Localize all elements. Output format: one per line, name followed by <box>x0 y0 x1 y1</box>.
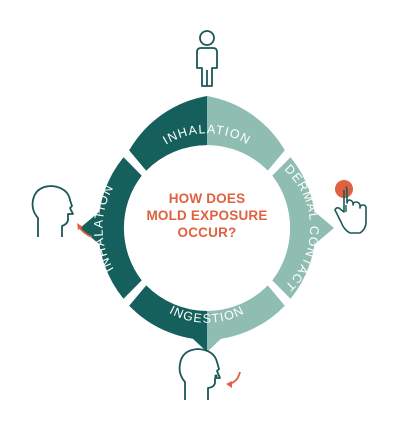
center-title-line-2: MOLD EXPOSURE <box>146 208 267 223</box>
person-icon <box>196 30 218 87</box>
face-ingesting-icon <box>178 348 241 400</box>
face-inhaling-icon <box>31 185 93 238</box>
segment-bottom <box>129 285 285 352</box>
center-title-line-3: OCCUR? <box>178 225 237 240</box>
hand-pressing-button-icon <box>334 180 367 234</box>
segment-left <box>80 157 142 299</box>
segment-right <box>272 157 334 299</box>
segment-top <box>129 96 285 171</box>
ring <box>80 96 334 352</box>
center-title-line-1: HOW DOES <box>169 191 246 206</box>
